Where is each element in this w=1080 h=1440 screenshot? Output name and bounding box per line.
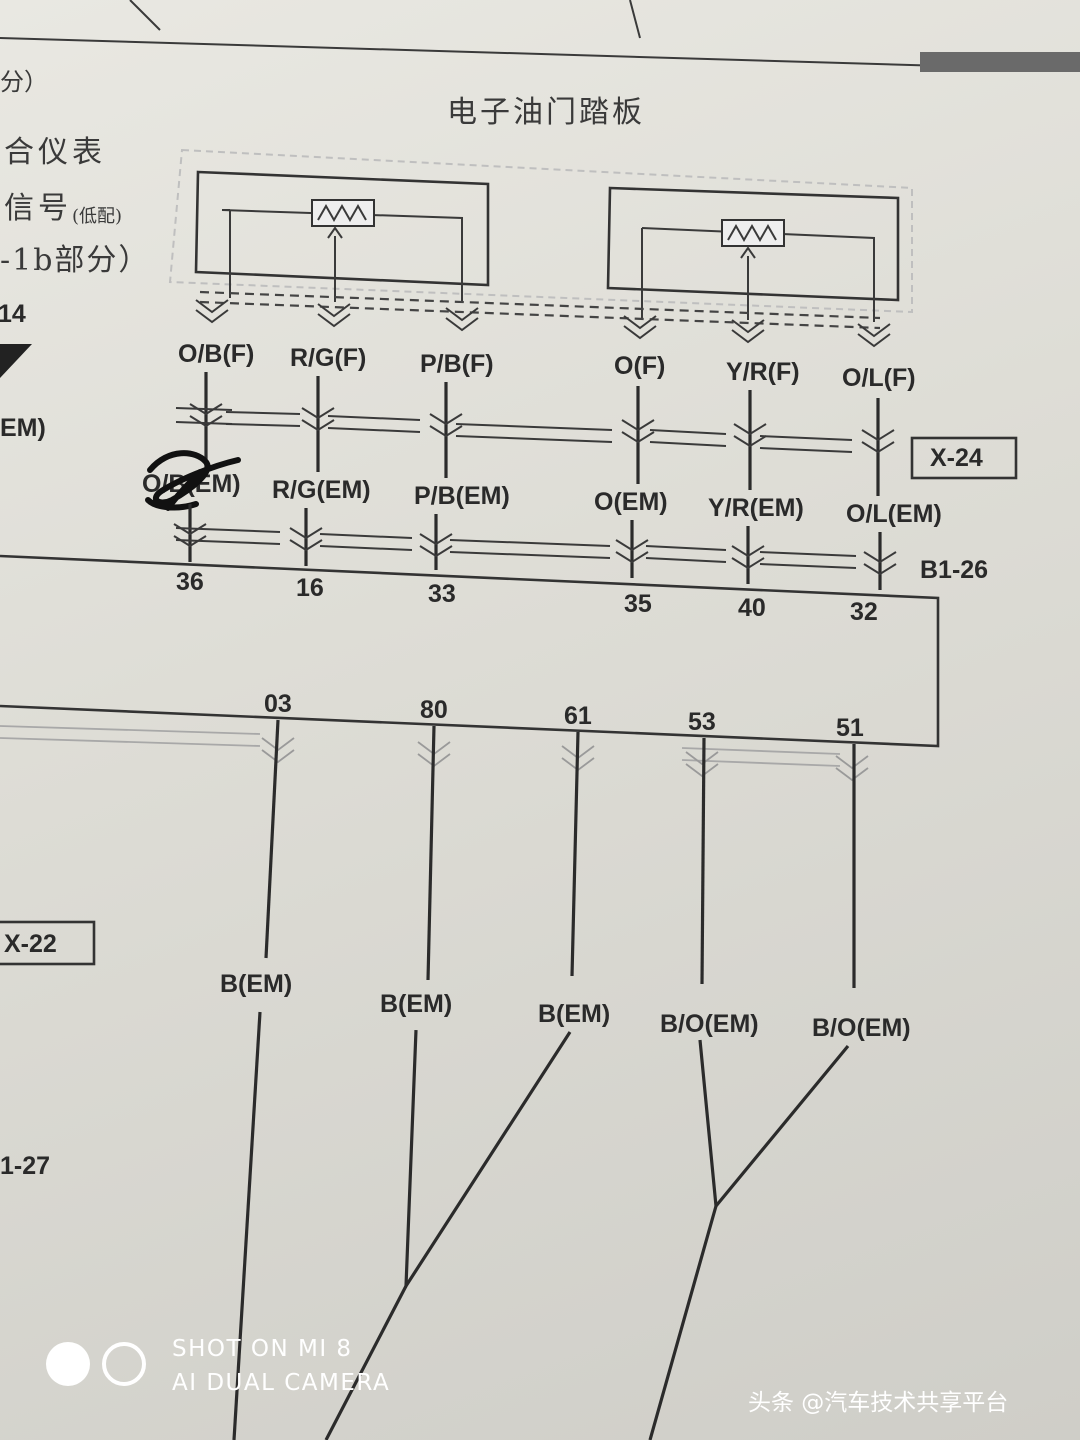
lower-pin-4: 53 <box>688 708 716 736</box>
upper-pin-2: 16 <box>296 574 324 602</box>
em-wire-label-6: O/L(EM) <box>846 500 942 528</box>
sensor1-wire-b <box>221 209 463 302</box>
header-tab <box>920 52 1080 72</box>
ground-wire-label-5: B/O(EM) <box>812 1014 911 1042</box>
b126-connector-lines <box>173 523 897 576</box>
connector-dash-1 <box>199 290 881 320</box>
camera-dot-outline-icon <box>102 1342 146 1386</box>
f-wire-label-4: O(F) <box>614 352 665 380</box>
left-text-3-small: (低配) <box>72 206 122 227</box>
ecu-module-box <box>0 554 940 748</box>
b127-connector-label: 1-27 <box>0 1152 50 1180</box>
x24-connector-label: X-24 <box>930 444 983 472</box>
f-wire-label-2: R/G(F) <box>290 344 366 372</box>
sensor-box-1 <box>194 170 490 287</box>
wiper-2 <box>740 246 756 320</box>
lower-pin-3: 61 <box>564 702 592 730</box>
left-text-4: -1b部分） <box>0 243 150 278</box>
left-text-3: 信号 <box>4 191 72 226</box>
sensor-box-2 <box>606 186 900 302</box>
connector-dash-2 <box>199 300 881 330</box>
left-circle-number: 14 <box>0 300 26 328</box>
source-watermark: 头条 @汽车技术共享平台 <box>748 1390 1008 1416</box>
camera-watermark-line2: AI DUAL CAMERA <box>172 1370 390 1396</box>
upper-pin-5: 40 <box>738 594 766 622</box>
diagram-title: 电子油门踏板 <box>447 95 645 130</box>
f-wire-label-3: P/B(F) <box>420 350 494 378</box>
ground-wire-label-3: B(EM) <box>538 1000 610 1028</box>
terminal-chevrons-f <box>195 299 891 348</box>
em-wire-label-3: P/B(EM) <box>414 482 510 510</box>
x22-connector-label: X-22 <box>4 930 57 958</box>
wiper-1 <box>327 226 343 302</box>
ground-wire-labels: B(EM) B(EM) B(EM) B/O(EM) B/O(EM) <box>220 970 911 1042</box>
camera-watermark-line1: SHOT ON MI 8 <box>172 1336 353 1362</box>
vertical-wires-upper <box>204 372 880 496</box>
camera-dot-filled-icon <box>46 1342 90 1386</box>
x22-connector-box <box>0 920 96 966</box>
page-fold-line-2 <box>629 0 641 39</box>
ground-wire-label-2: B(EM) <box>380 990 452 1018</box>
resistor-1-zigzag <box>317 203 367 223</box>
ground-wire-label-4: B/O(EM) <box>660 1010 759 1038</box>
em-wire-labels: O/B(EM) R/G(EM) P/B(EM) O(EM) Y/R(EM) O/… <box>142 470 942 528</box>
camera-watermark: SHOT ON MI 8 AI DUAL CAMERA <box>46 1336 390 1396</box>
page-fold-line <box>129 0 161 31</box>
x24-connector-box <box>910 436 1018 480</box>
lower-connector-lines <box>0 725 869 782</box>
left-em-text: EM) <box>0 414 46 442</box>
sensor2-wire-b <box>641 227 875 322</box>
em-wire-label-4: O(EM) <box>594 488 668 516</box>
em-wire-label-5: Y/R(EM) <box>708 494 804 522</box>
lower-pin-numbers: 03 80 61 53 51 <box>264 690 864 742</box>
lower-pin-1: 03 <box>264 690 292 718</box>
ground-wire-label-1: B(EM) <box>220 970 292 998</box>
upper-pin-6: 32 <box>850 598 878 626</box>
upper-pin-4: 35 <box>624 590 652 618</box>
ground-wire-junctions <box>232 1011 850 1440</box>
f-wire-label-1: O/B(F) <box>178 340 254 368</box>
page-edge-line <box>0 37 1080 71</box>
upper-pin-1: 36 <box>176 568 204 596</box>
x24-connector-lines <box>175 403 895 454</box>
resistor-2-zigzag <box>727 223 777 243</box>
upper-pin-numbers: 36 16 33 35 40 32 <box>176 568 878 626</box>
f-wire-labels: O/B(F) R/G(F) P/B(F) O(F) Y/R(F) O/L(F) <box>178 340 916 392</box>
f-wire-label-6: O/L(F) <box>842 364 916 392</box>
left-text-2: 合仪表 <box>4 135 106 170</box>
upper-pin-3: 33 <box>428 580 456 608</box>
pedal-module-outline <box>168 148 913 314</box>
lower-pin-5: 51 <box>836 714 864 742</box>
b126-connector-label: B1-26 <box>920 556 988 584</box>
vertical-wires-lower <box>264 719 856 988</box>
left-triangle-icon <box>0 344 32 378</box>
left-text-1: 分） <box>0 68 48 96</box>
f-wire-label-5: Y/R(F) <box>726 358 800 386</box>
lower-pin-2: 80 <box>420 696 448 724</box>
em-wire-label-2: R/G(EM) <box>272 476 371 504</box>
